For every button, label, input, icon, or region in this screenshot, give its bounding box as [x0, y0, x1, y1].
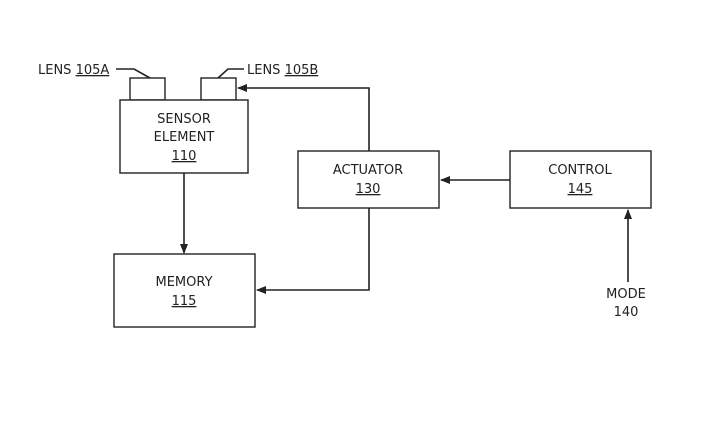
- memory-ref: 115: [172, 294, 197, 309]
- sensor-ref: 110: [172, 149, 197, 164]
- actuator-block: ACTUATOR 130: [297, 150, 440, 209]
- lens-a-label: LENS 105A: [38, 63, 109, 78]
- sensor-element-block: SENSOR ELEMENT 110: [119, 99, 249, 174]
- arrow-actuator-to-lens-b: [237, 84, 370, 151]
- control-label: CONTROL: [548, 163, 612, 178]
- lens-b-label: LENS 105B: [247, 63, 318, 78]
- sensor-label-line1: SENSOR: [157, 112, 211, 127]
- control-ref: 145: [568, 182, 593, 197]
- memory-block: MEMORY 115: [113, 253, 256, 328]
- arrow-actuator-to-memory: [256, 208, 370, 294]
- memory-label: MEMORY: [155, 275, 212, 290]
- sensor-label-line2: ELEMENT: [154, 130, 215, 145]
- lens-b-leader: [217, 68, 244, 79]
- lens-105a: [129, 77, 166, 101]
- lens-105b: [200, 77, 237, 101]
- control-block: CONTROL 145: [509, 150, 652, 209]
- mode-label: MODE: [606, 287, 646, 302]
- lens-a-leader: [116, 68, 151, 79]
- actuator-ref: 130: [356, 182, 381, 197]
- actuator-label: ACTUATOR: [333, 163, 403, 178]
- mode-ref: 140: [614, 305, 639, 320]
